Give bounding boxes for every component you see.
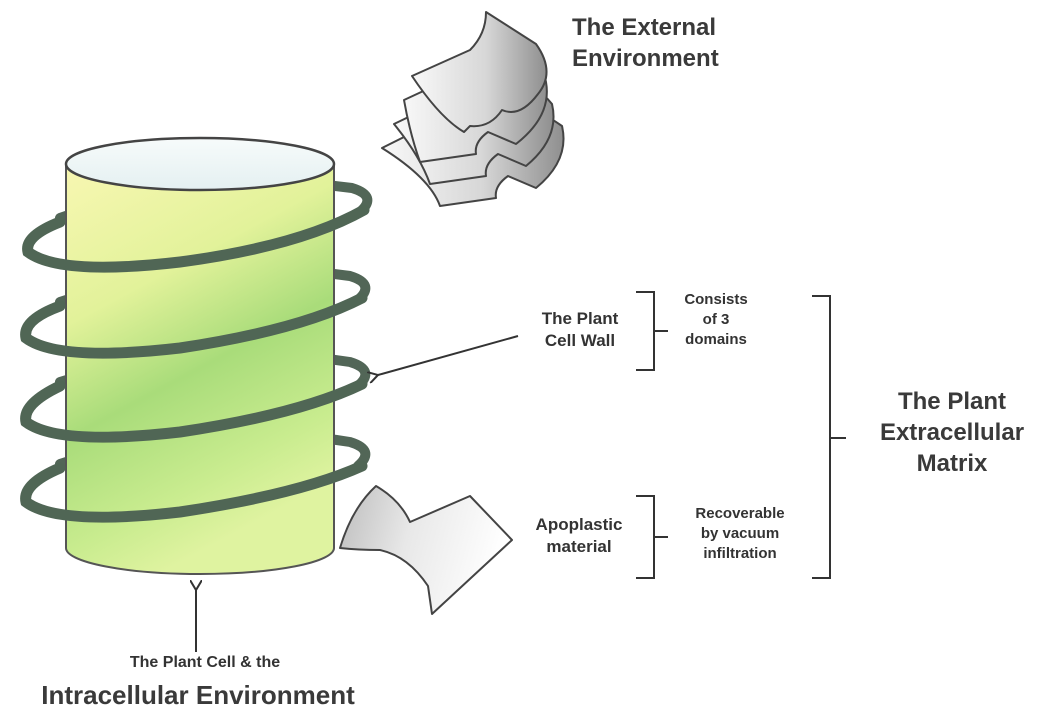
consists-of-3-domains-text: Consists of 3 domains [684, 291, 748, 348]
cylinder-top [64, 136, 336, 192]
apoplastic-bracket [636, 495, 668, 579]
plant-extracellular-matrix-label: The Plant Extracellular Matrix [852, 386, 1052, 479]
extracellular-matrix-bracket [812, 295, 846, 579]
plant-cell-wall-text: The Plant Cell Wall [541, 309, 619, 350]
apoplastic-material-label: Apoplastic material [522, 514, 636, 558]
plant-cell-wall-label: The Plant Cell Wall [524, 308, 636, 352]
intracellular-environment-label: Intracellular Environment [41, 680, 355, 710]
consists-of-3-domains-label: Consists of 3 domains [670, 290, 762, 350]
recoverable-by-vacuum-infiltration-text: Recoverable by vacuum infiltration [695, 505, 785, 562]
external-environment-arrows-icon [381, 11, 565, 207]
cell-wall-coil-front [20, 204, 370, 523]
cell-wall-bracket [636, 291, 668, 371]
plant-extracellular-matrix-text: The Plant Extracellular Matrix [879, 388, 1025, 477]
recoverable-by-vacuum-infiltration-label: Recoverable by vacuum infiltration [670, 504, 810, 564]
cell-wall-pointer-arrow [378, 335, 519, 375]
external-environment-text: The External Environment [572, 14, 719, 72]
apoplastic-material-text: Apoplastic material [535, 515, 623, 556]
external-environment-label: The External Environment [572, 12, 719, 74]
apoplastic-arrow-icon [339, 485, 513, 615]
plant-cell-small-label: The Plant Cell & the [129, 654, 281, 671]
